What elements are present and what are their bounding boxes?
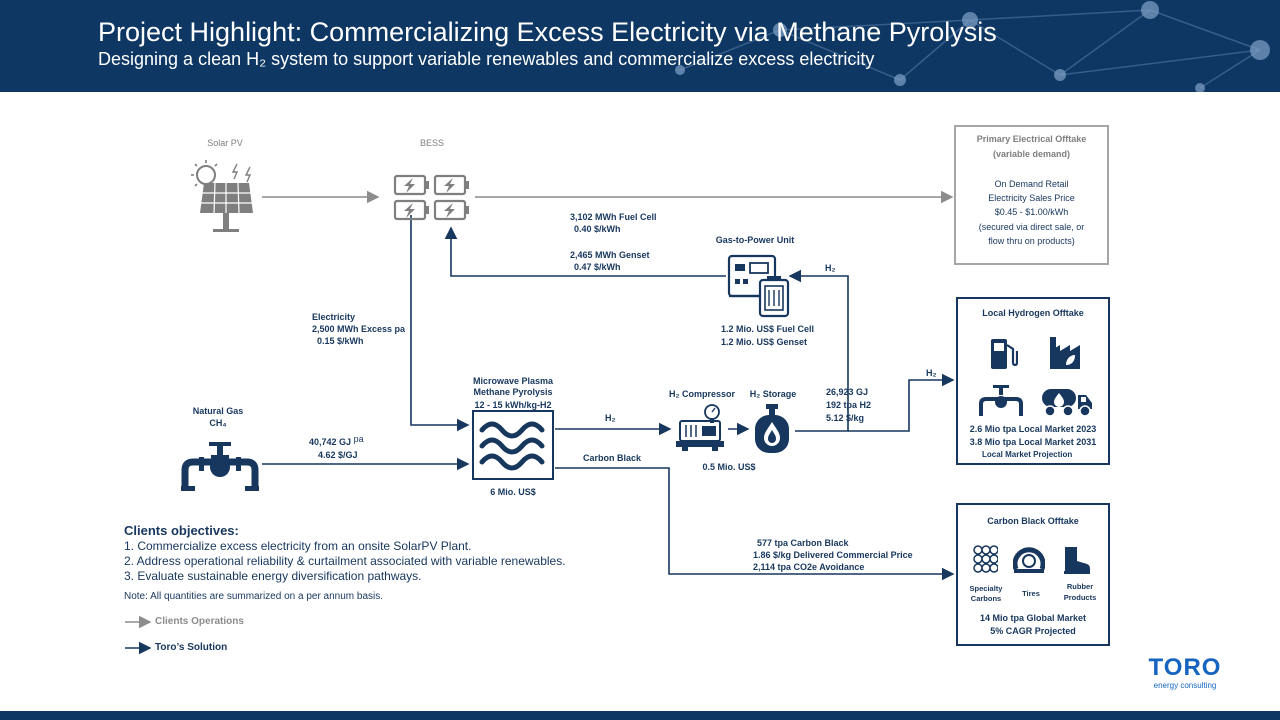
hydrogen-market-2023: 2.6 Mio tpa Local Market 2023 bbox=[969, 424, 1097, 434]
objective-item: 3. Evaluate sustainable energy diversifi… bbox=[124, 569, 422, 583]
carbon-black-offtake-box: Carbon Black Offtake Specialty Carbons T… bbox=[956, 503, 1110, 646]
genset-price: 0.47 $/kWh bbox=[574, 262, 621, 272]
specialty-carbons-icon bbox=[973, 545, 998, 573]
fuel-cell-mwh: 3,102 MWh Fuel Cell bbox=[570, 212, 657, 222]
carbon-black-price: 1.86 $/kg Delivered Commercial Price bbox=[753, 550, 913, 560]
primary-offtake-line: Electricity Sales Price bbox=[988, 193, 1075, 203]
header-banner: Project Highlight: Commercializing Exces… bbox=[0, 0, 1280, 92]
tire-icon bbox=[1013, 547, 1045, 573]
gas-gj-value: 40,742 GJ bbox=[309, 437, 352, 447]
g2p-to-bess-arrow bbox=[444, 226, 726, 277]
gas-gj-pa: pa bbox=[353, 434, 364, 444]
pyrolysis-title-2: Methane Pyrolysis bbox=[473, 387, 553, 397]
objectives-note: Note: All quantities are summarized on a… bbox=[124, 591, 384, 602]
solar-pv-label: Solar PV bbox=[207, 138, 243, 148]
electricity-price: 0.15 $/kWh bbox=[317, 336, 364, 346]
h2-energy: 26,923 GJ bbox=[826, 387, 869, 397]
pipeline-valve-icon bbox=[979, 385, 1023, 416]
pyrolysis-reactor-icon bbox=[472, 410, 554, 480]
gas-to-power-fuel-cell-cost: 1.2 Mio. US$ Fuel Cell bbox=[721, 324, 815, 334]
genset-mwh: 2,465 MWh Genset bbox=[570, 250, 650, 260]
gas-price: 4.62 $/GJ bbox=[318, 450, 358, 460]
battery-icon bbox=[393, 174, 469, 221]
client-objectives: Clients objectives: 1. Commercialize exc… bbox=[124, 523, 684, 602]
primary-offtake-title: Primary Electrical Offtake bbox=[976, 134, 1087, 144]
gas-to-power-icon bbox=[727, 254, 790, 318]
solar-panel-icon bbox=[191, 160, 253, 232]
rubber-products-label: Rubber bbox=[1066, 582, 1094, 591]
rubber-products-label: Products bbox=[1063, 593, 1097, 602]
carbon-black-label: Carbon Black bbox=[583, 453, 642, 463]
hydrogen-offtake-title: Local Hydrogen Offtake bbox=[982, 308, 1084, 318]
natural-gas-label: Natural Gas bbox=[192, 406, 244, 416]
storage-to-g2p-arrow bbox=[788, 269, 849, 432]
objectives-heading: Clients objectives: bbox=[124, 523, 239, 538]
compressor-cost: 0.5 Mio. US$ bbox=[702, 462, 756, 472]
h2-label-from-pyrolysis: H₂ bbox=[605, 413, 616, 423]
bess-label: BESS bbox=[419, 138, 444, 148]
carbon-offtake-title: Carbon Black Offtake bbox=[987, 516, 1079, 526]
objective-item: 2. Address operational reliability & cur… bbox=[124, 554, 566, 568]
gas-gj: 40,742 GJ pa bbox=[309, 434, 364, 448]
footer-bar bbox=[0, 711, 1280, 720]
gas-to-power-label: Gas-to-Power Unit bbox=[715, 235, 795, 245]
logo-name: TORO bbox=[1148, 654, 1222, 681]
page-title: Project Highlight: Commercializing Exces… bbox=[98, 17, 997, 47]
carbon-black-co2: 2,114 tpa CO2e Avoidance bbox=[753, 562, 865, 572]
carbon-black-tpa: 577 tpa Carbon Black bbox=[757, 538, 849, 548]
tires-label: Tires bbox=[1022, 589, 1040, 598]
h2-tpa: 192 tpa H2 bbox=[826, 400, 872, 410]
tanker-truck-icon bbox=[1042, 389, 1092, 417]
legend-toro-label: Toro’s Solution bbox=[155, 642, 228, 653]
primary-offtake-line: (secured via direct sale, or bbox=[978, 222, 1085, 232]
gas-to-power-genset-cost: 1.2 Mio. US$ Genset bbox=[721, 337, 808, 347]
h2-label-to-offtake: H₂ bbox=[926, 368, 937, 378]
compressor-icon bbox=[676, 404, 724, 451]
compressor-label: H₂ Compressor bbox=[668, 389, 735, 399]
carbon-black-arrow bbox=[555, 467, 955, 581]
pyrolysis-title-1: Microwave Plasma bbox=[472, 376, 554, 386]
gas-pipe-valve-icon bbox=[181, 442, 259, 491]
pyrolysis-energy: 12 - 15 kWh/kg-H2 bbox=[474, 400, 552, 410]
rubber-boot-icon bbox=[1064, 547, 1090, 574]
carbon-cagr: 5% CAGR Projected bbox=[990, 626, 1076, 636]
fuel-cell-price: 0.40 $/kWh bbox=[574, 224, 621, 234]
primary-offtake-subtitle: (variable demand) bbox=[992, 149, 1071, 159]
specialty-carbons-label: Carbons bbox=[970, 594, 1002, 603]
local-hydrogen-offtake-box: Local Hydrogen Offtake 2.6 Mio tpa Local… bbox=[956, 297, 1110, 465]
electricity-arrow bbox=[410, 215, 470, 432]
fuel-pump-icon bbox=[991, 339, 1018, 369]
storage-to-h2-offtake-arrow bbox=[848, 373, 955, 432]
electricity-mwh: 2,500 MWh Excess pa bbox=[312, 324, 406, 334]
h2-label-to-g2p: H₂ bbox=[825, 263, 836, 273]
specialty-carbons-label: Specialty bbox=[969, 584, 1003, 593]
natural-gas-formula: CH₄ bbox=[209, 418, 227, 428]
network-decoration bbox=[675, 1, 1270, 92]
hydrogen-projection-label: Local Market Projection bbox=[982, 450, 1073, 459]
primary-electrical-offtake-box: Primary Electrical Offtake (variable dem… bbox=[954, 125, 1109, 265]
toro-logo: TORO energy consulting bbox=[1148, 655, 1222, 691]
hydrogen-market-2031: 3.8 Mio tpa Local Market 2031 bbox=[969, 437, 1097, 447]
primary-offtake-line: flow thru on products) bbox=[988, 236, 1075, 246]
storage-label: H₂ Storage bbox=[749, 389, 797, 399]
electricity-title: Electricity bbox=[312, 312, 356, 322]
primary-offtake-line: $0.45 - $1.00/kWh bbox=[994, 207, 1069, 217]
logo-tagline: energy consulting bbox=[1153, 681, 1217, 690]
carbon-global-market: 14 Mio tpa Global Market bbox=[979, 613, 1087, 623]
objective-item: 1. Commercialize excess electricity from… bbox=[124, 539, 472, 553]
page-subtitle: Designing a clean H₂ system to support v… bbox=[98, 49, 875, 69]
factory-icon bbox=[1050, 337, 1080, 369]
legend-clients-label: Clients Operations bbox=[155, 616, 244, 627]
pyrolysis-cost: 6 Mio. US$ bbox=[490, 487, 536, 497]
h2-price: 5.12 $/kg bbox=[826, 413, 865, 423]
primary-offtake-line: On Demand Retail bbox=[994, 179, 1069, 189]
storage-tank-icon bbox=[755, 404, 789, 453]
